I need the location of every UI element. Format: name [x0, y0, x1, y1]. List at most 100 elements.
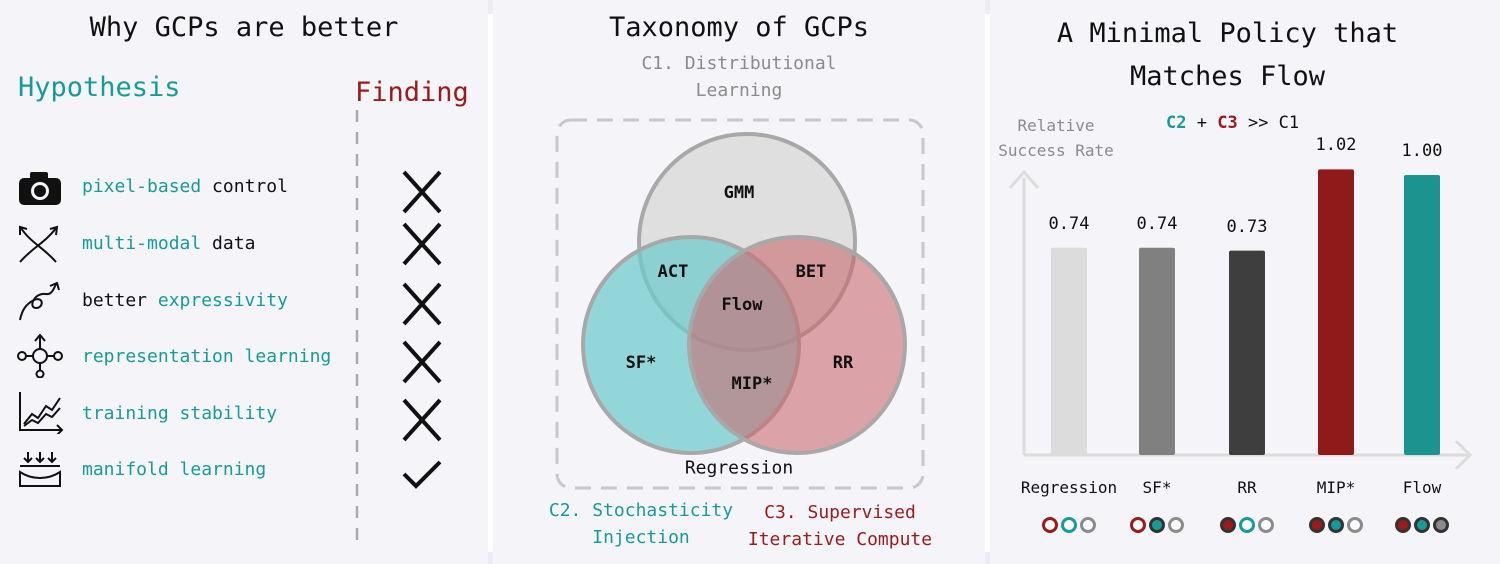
- hypothesis-row: [16, 282, 64, 322]
- category-label: Flow: [1402, 478, 1442, 497]
- cross-mark-icon: [402, 282, 442, 326]
- legend-plus: +: [1196, 113, 1207, 133]
- highlight-term: manifold learning: [82, 459, 267, 480]
- membership-dots: [1042, 517, 1096, 533]
- highlight-term: representation learning: [82, 346, 332, 367]
- membership-dot-c3: [1220, 517, 1236, 533]
- c3-label-line: Iterative Compute: [747, 529, 933, 550]
- membership-dot-c3: [1042, 517, 1058, 533]
- category-label: Regression: [1020, 478, 1118, 497]
- hypothesis-row: [16, 334, 64, 378]
- plain-term: control: [201, 176, 288, 197]
- bar-sf: [1139, 247, 1175, 455]
- squiggle-arrow-icon: [19, 282, 60, 321]
- hypothesis-text: multi-modal data: [82, 233, 255, 254]
- bar-value-label: 1.02: [1315, 135, 1357, 156]
- highlight-term: multi-modal: [82, 233, 202, 254]
- category-label: SF*: [1142, 478, 1172, 497]
- divider: [985, 14, 990, 552]
- c2-label-line: C2. Stochasticity: [548, 500, 734, 521]
- hypothesis-row: [16, 392, 64, 434]
- membership-dot-c1: [1080, 517, 1096, 533]
- membership-dot-c2: [1149, 517, 1165, 533]
- legend-c3: C3: [1217, 113, 1238, 133]
- legend-c2: C2: [1166, 113, 1187, 133]
- hypothesis-row: [16, 168, 64, 208]
- venn-label-sf: SF*: [625, 353, 657, 373]
- c2-label-line: Injection: [592, 527, 690, 548]
- bar-flow: [1404, 175, 1440, 455]
- c3-label: C3. Supervised Iterative Compute: [748, 502, 932, 550]
- hypothesis-header: Hypothesis: [18, 72, 181, 103]
- y-axis-label-line: Success Rate: [998, 141, 1114, 160]
- c1-label: C1. Distributional Learning: [493, 53, 985, 101]
- category-label: MIP*: [1316, 478, 1356, 497]
- c1-label-line: Learning: [695, 80, 783, 101]
- venn-label-rr: RR: [832, 353, 854, 373]
- membership-dots: [1220, 517, 1274, 533]
- membership-dots: [1309, 517, 1363, 533]
- crossing-arrows-icon: [19, 225, 59, 263]
- venn-diagram: [555, 118, 925, 490]
- venn-label-mip: MIP*: [731, 374, 773, 394]
- cross-mark-icon: [402, 170, 442, 214]
- membership-dot-c1: [1258, 517, 1274, 533]
- cross-mark-icon: [402, 340, 442, 384]
- bar-value-label: 1.00: [1401, 141, 1443, 161]
- hypothesis-text: manifold learning: [82, 459, 266, 480]
- venn-label-bet: BET: [795, 262, 827, 282]
- middle-panel-title: Taxonomy of GCPs: [608, 12, 870, 43]
- membership-dots: [1395, 517, 1449, 533]
- c3-label-line: C3. Supervised: [764, 502, 916, 523]
- legend-rest: >> C1: [1247, 113, 1300, 133]
- highlight-term: pixel-based: [82, 176, 202, 197]
- check-mark-icon: [402, 460, 442, 489]
- bar-rr: [1229, 250, 1265, 455]
- hypothesis-text: training stability: [82, 403, 277, 424]
- left-panel: [0, 0, 488, 564]
- line-chart-icon: [19, 392, 64, 434]
- y-axis-label-line: Relative: [1017, 116, 1095, 135]
- hypothesis-text: better expressivity: [82, 290, 288, 311]
- membership-dot-c3: [1130, 517, 1146, 533]
- hypothesis-row: [16, 224, 64, 264]
- bar-value-label: 0.74: [1048, 213, 1090, 234]
- membership-dots: [1130, 517, 1184, 533]
- network-icon: [17, 334, 63, 378]
- right-panel-title-line: A Minimal Policy that: [1056, 18, 1399, 49]
- right-panel-title-line: Matches Flow: [1129, 61, 1326, 92]
- highlight-term: training stability: [82, 403, 278, 424]
- membership-dot-c2: [1414, 517, 1430, 533]
- membership-dot-c2: [1061, 517, 1077, 533]
- right-panel-title: A Minimal Policy that Matches Flow: [990, 12, 1465, 98]
- cross-mark-icon: [402, 222, 442, 266]
- finding-header: Finding: [355, 77, 469, 108]
- highlight-term: expressivity: [157, 290, 288, 311]
- bar-value-label: 0.74: [1136, 213, 1178, 234]
- manifold-icon: [19, 452, 61, 487]
- left-panel-title: Why GCPs are better: [89, 12, 399, 43]
- y-axis-label: Relative Success Rate: [998, 113, 1114, 163]
- venn-label-regression: Regression: [678, 457, 800, 479]
- chart-legend-text: C2 + C3 >> C1: [1166, 113, 1299, 133]
- hypothesis-row: [16, 450, 64, 490]
- hypothesis-text: representation learning: [82, 346, 331, 367]
- divider: [488, 14, 493, 552]
- membership-dot-c2: [1239, 517, 1255, 533]
- bar-regression: [1051, 247, 1087, 455]
- membership-dot-c2: [1328, 517, 1344, 533]
- membership-dot-c3: [1309, 517, 1325, 533]
- hypothesis-text: pixel-based control: [82, 176, 288, 197]
- membership-dot-c1: [1433, 517, 1449, 533]
- membership-dot-c3: [1395, 517, 1411, 533]
- plain-term: data: [201, 233, 256, 254]
- cross-mark-icon: [402, 398, 442, 442]
- camera-icon: [19, 172, 61, 205]
- membership-dot-c1: [1168, 517, 1184, 533]
- plain-term: better: [82, 290, 158, 311]
- c1-label-line: C1. Distributional: [641, 53, 837, 74]
- venn-label-gmm: GMM: [723, 183, 755, 203]
- bar-value-label: 0.73: [1226, 216, 1268, 237]
- venn-label-act: ACT: [657, 262, 689, 282]
